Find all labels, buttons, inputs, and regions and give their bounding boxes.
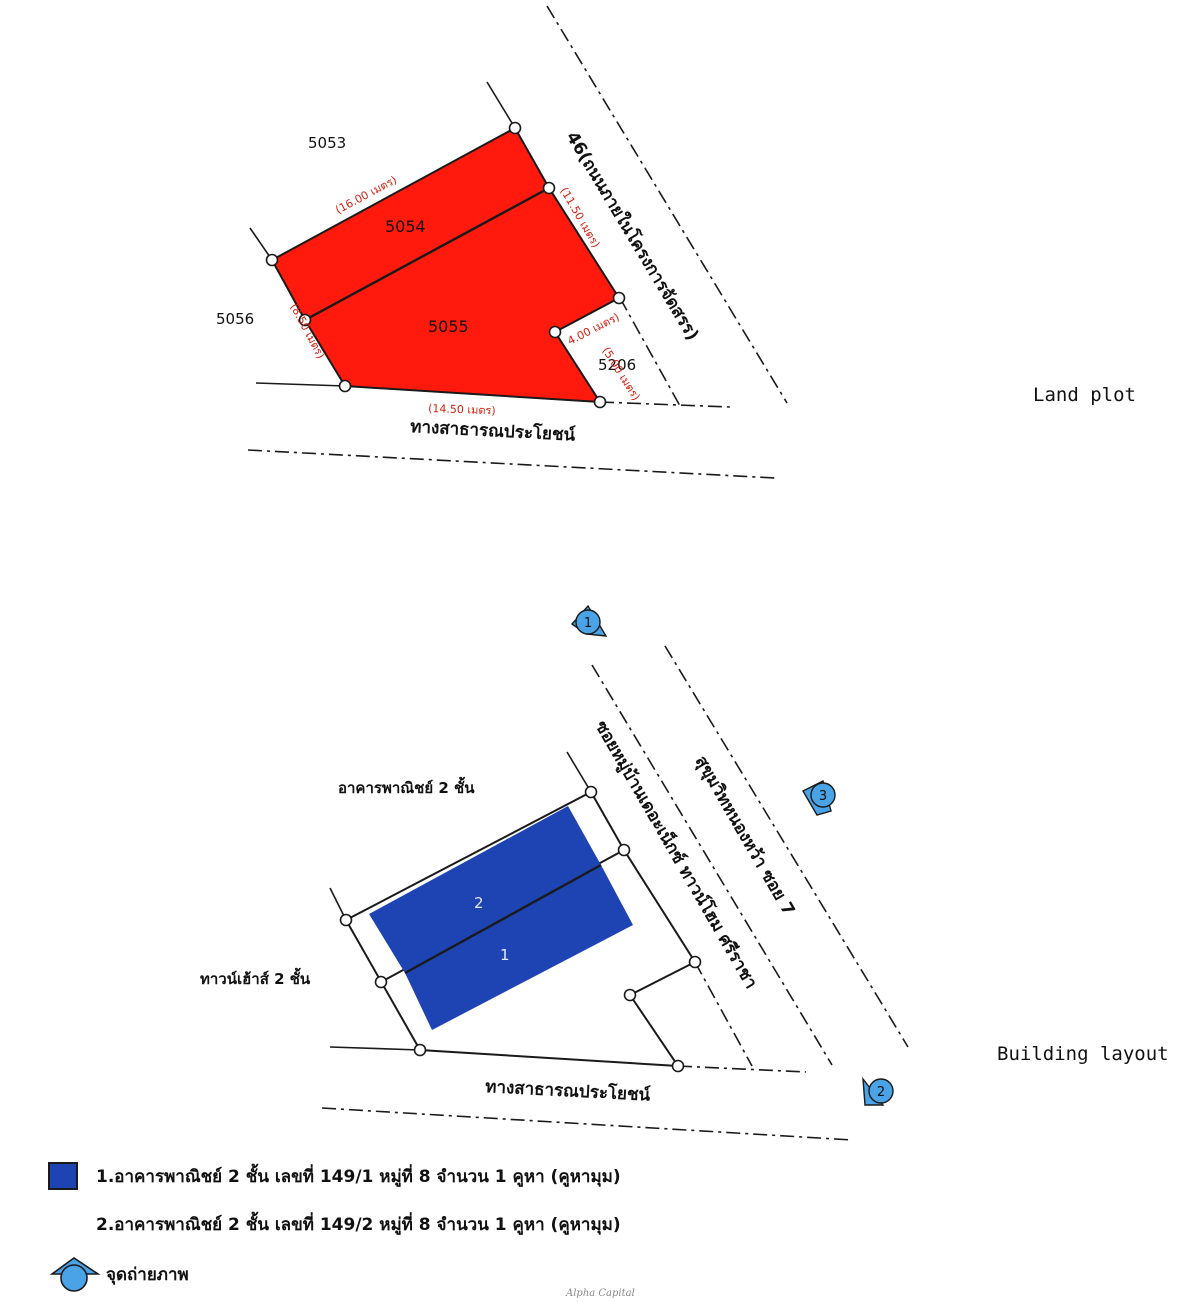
parcel-label: 5055 bbox=[428, 317, 469, 336]
photo-point-legend-icon bbox=[49, 1257, 101, 1292]
road-line bbox=[694, 961, 753, 1067]
road-line bbox=[619, 297, 681, 407]
commercial-building-label: อาคารพาณิชย์ 2 ชั้น bbox=[338, 776, 475, 797]
road-line bbox=[255, 382, 346, 387]
photo-point-marker: 1 bbox=[570, 604, 608, 637]
neighbor-label: 5056 bbox=[216, 310, 254, 328]
road-label-bottom: ทางสาธารณประโยชน์ bbox=[485, 1076, 651, 1106]
townhouse-label: ทาวน์เฮ้าส์ 2 ชั้น bbox=[200, 967, 311, 988]
photo-point-number: 3 bbox=[819, 789, 827, 804]
dimension-label: (14.50 เมตร) bbox=[428, 402, 496, 417]
building-layout-caption: Building layout bbox=[997, 1043, 1169, 1065]
building-layout-section: 2 1 อาคารพาณิชย์ 2 ชั้น ทาวน์เฮ้าส์ 2 ชั… bbox=[200, 604, 909, 1141]
photo-point-marker: 3 bbox=[802, 779, 836, 816]
legend-swatch-empty bbox=[48, 1210, 78, 1238]
road-line bbox=[546, 5, 788, 404]
building-unit-1 bbox=[405, 865, 633, 1030]
road-line bbox=[249, 227, 273, 261]
unit-divider bbox=[404, 863, 602, 975]
legend-item-3: จุดถ่ายภาพ bbox=[48, 1254, 189, 1294]
road-line bbox=[677, 1065, 807, 1073]
road-line bbox=[329, 1046, 421, 1051]
boundary-markers bbox=[339, 785, 702, 1073]
road-line bbox=[566, 751, 592, 793]
land-plot-caption: Land plot bbox=[1033, 384, 1136, 406]
photo-point-number: 2 bbox=[877, 1085, 885, 1100]
neighbor-label: 5053 bbox=[308, 134, 346, 152]
legend-item-1: 1.อาคารพาณิชย์ 2 ชั้น เลขที่ 149/1 หมู่ท… bbox=[48, 1162, 621, 1190]
road-line bbox=[321, 1107, 853, 1141]
unit-label: 2 bbox=[474, 894, 484, 912]
road-line bbox=[664, 645, 909, 1048]
road-line bbox=[591, 664, 833, 1066]
legend-text: จุดถ่ายภาพ bbox=[106, 1264, 189, 1285]
legend-text: 1.อาคารพาณิชย์ 2 ชั้น เลขที่ 149/1 หมู่ท… bbox=[96, 1166, 621, 1187]
road-line bbox=[599, 401, 731, 408]
footer-watermark: Alpha Capital bbox=[566, 1288, 635, 1299]
property-boundary bbox=[345, 790, 697, 1068]
boundary-markers bbox=[265, 121, 626, 409]
legend-item-2: 2.อาคารพาณิชย์ 2 ชั้น เลขที่ 149/2 หมู่ท… bbox=[48, 1210, 621, 1238]
parcel-divider bbox=[304, 186, 550, 322]
parcel-label: 5054 bbox=[385, 217, 426, 236]
land-plot-section: 5054 5055 5053 5056 5206 (16.00 เมตร) (1… bbox=[216, 5, 788, 479]
photo-point-number: 1 bbox=[584, 616, 592, 631]
building-unit-2 bbox=[369, 806, 601, 973]
legend-swatch-building bbox=[48, 1162, 78, 1190]
road-line bbox=[486, 81, 516, 129]
legend-text: 2.อาคารพาณิชย์ 2 ชั้น เลขที่ 149/2 หมู่ท… bbox=[96, 1214, 621, 1235]
neighbor-label: 5206 bbox=[598, 356, 636, 374]
unit-label: 1 bbox=[500, 946, 510, 964]
road-line bbox=[247, 449, 776, 479]
road-label-bottom: ทางสาธารณประโยชน์ bbox=[410, 416, 576, 446]
photo-point-marker: 2 bbox=[862, 1076, 894, 1106]
